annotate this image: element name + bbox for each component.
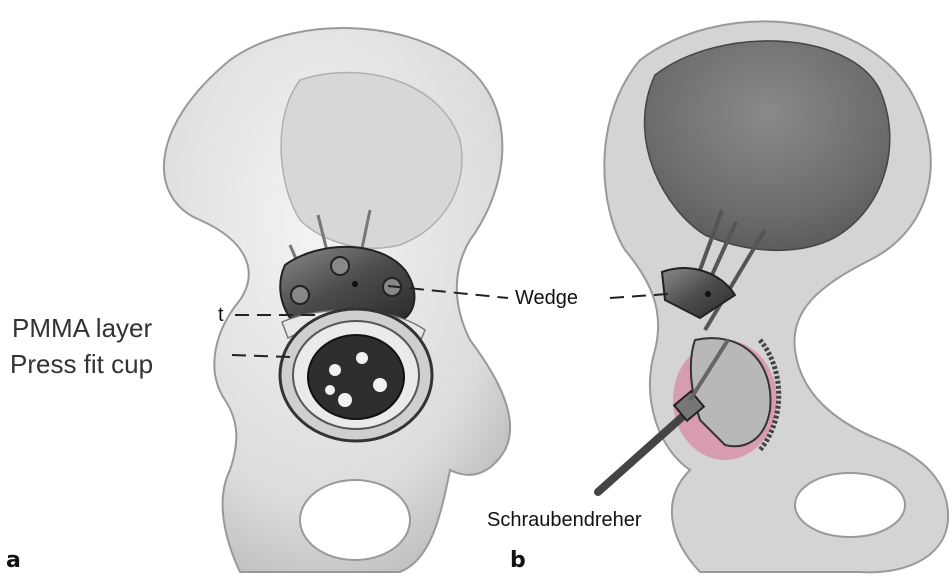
screw-head-a2 — [291, 286, 309, 304]
panel-b-label: b — [510, 548, 526, 573]
panel-a-label: a — [6, 548, 21, 573]
wedge-point-a — [352, 281, 358, 287]
pmma-layer-label: PMMA layer — [12, 313, 152, 344]
panel-b-pelvis — [598, 21, 948, 572]
screwdriver-label: Schraubendreher — [487, 509, 642, 532]
obturator-foramen-b — [795, 473, 905, 537]
screw-head-a1 — [331, 257, 349, 275]
press-fit-cup-inner — [308, 335, 404, 419]
press-fit-cup-label: Press fit cup — [10, 349, 153, 380]
wedge-point-b — [705, 291, 711, 297]
obturator-foramen-a — [300, 480, 410, 560]
panel-a-pelvis — [164, 28, 510, 572]
cut-fragment-label: t — [218, 304, 224, 327]
wedge-label: Wedge — [515, 287, 578, 310]
